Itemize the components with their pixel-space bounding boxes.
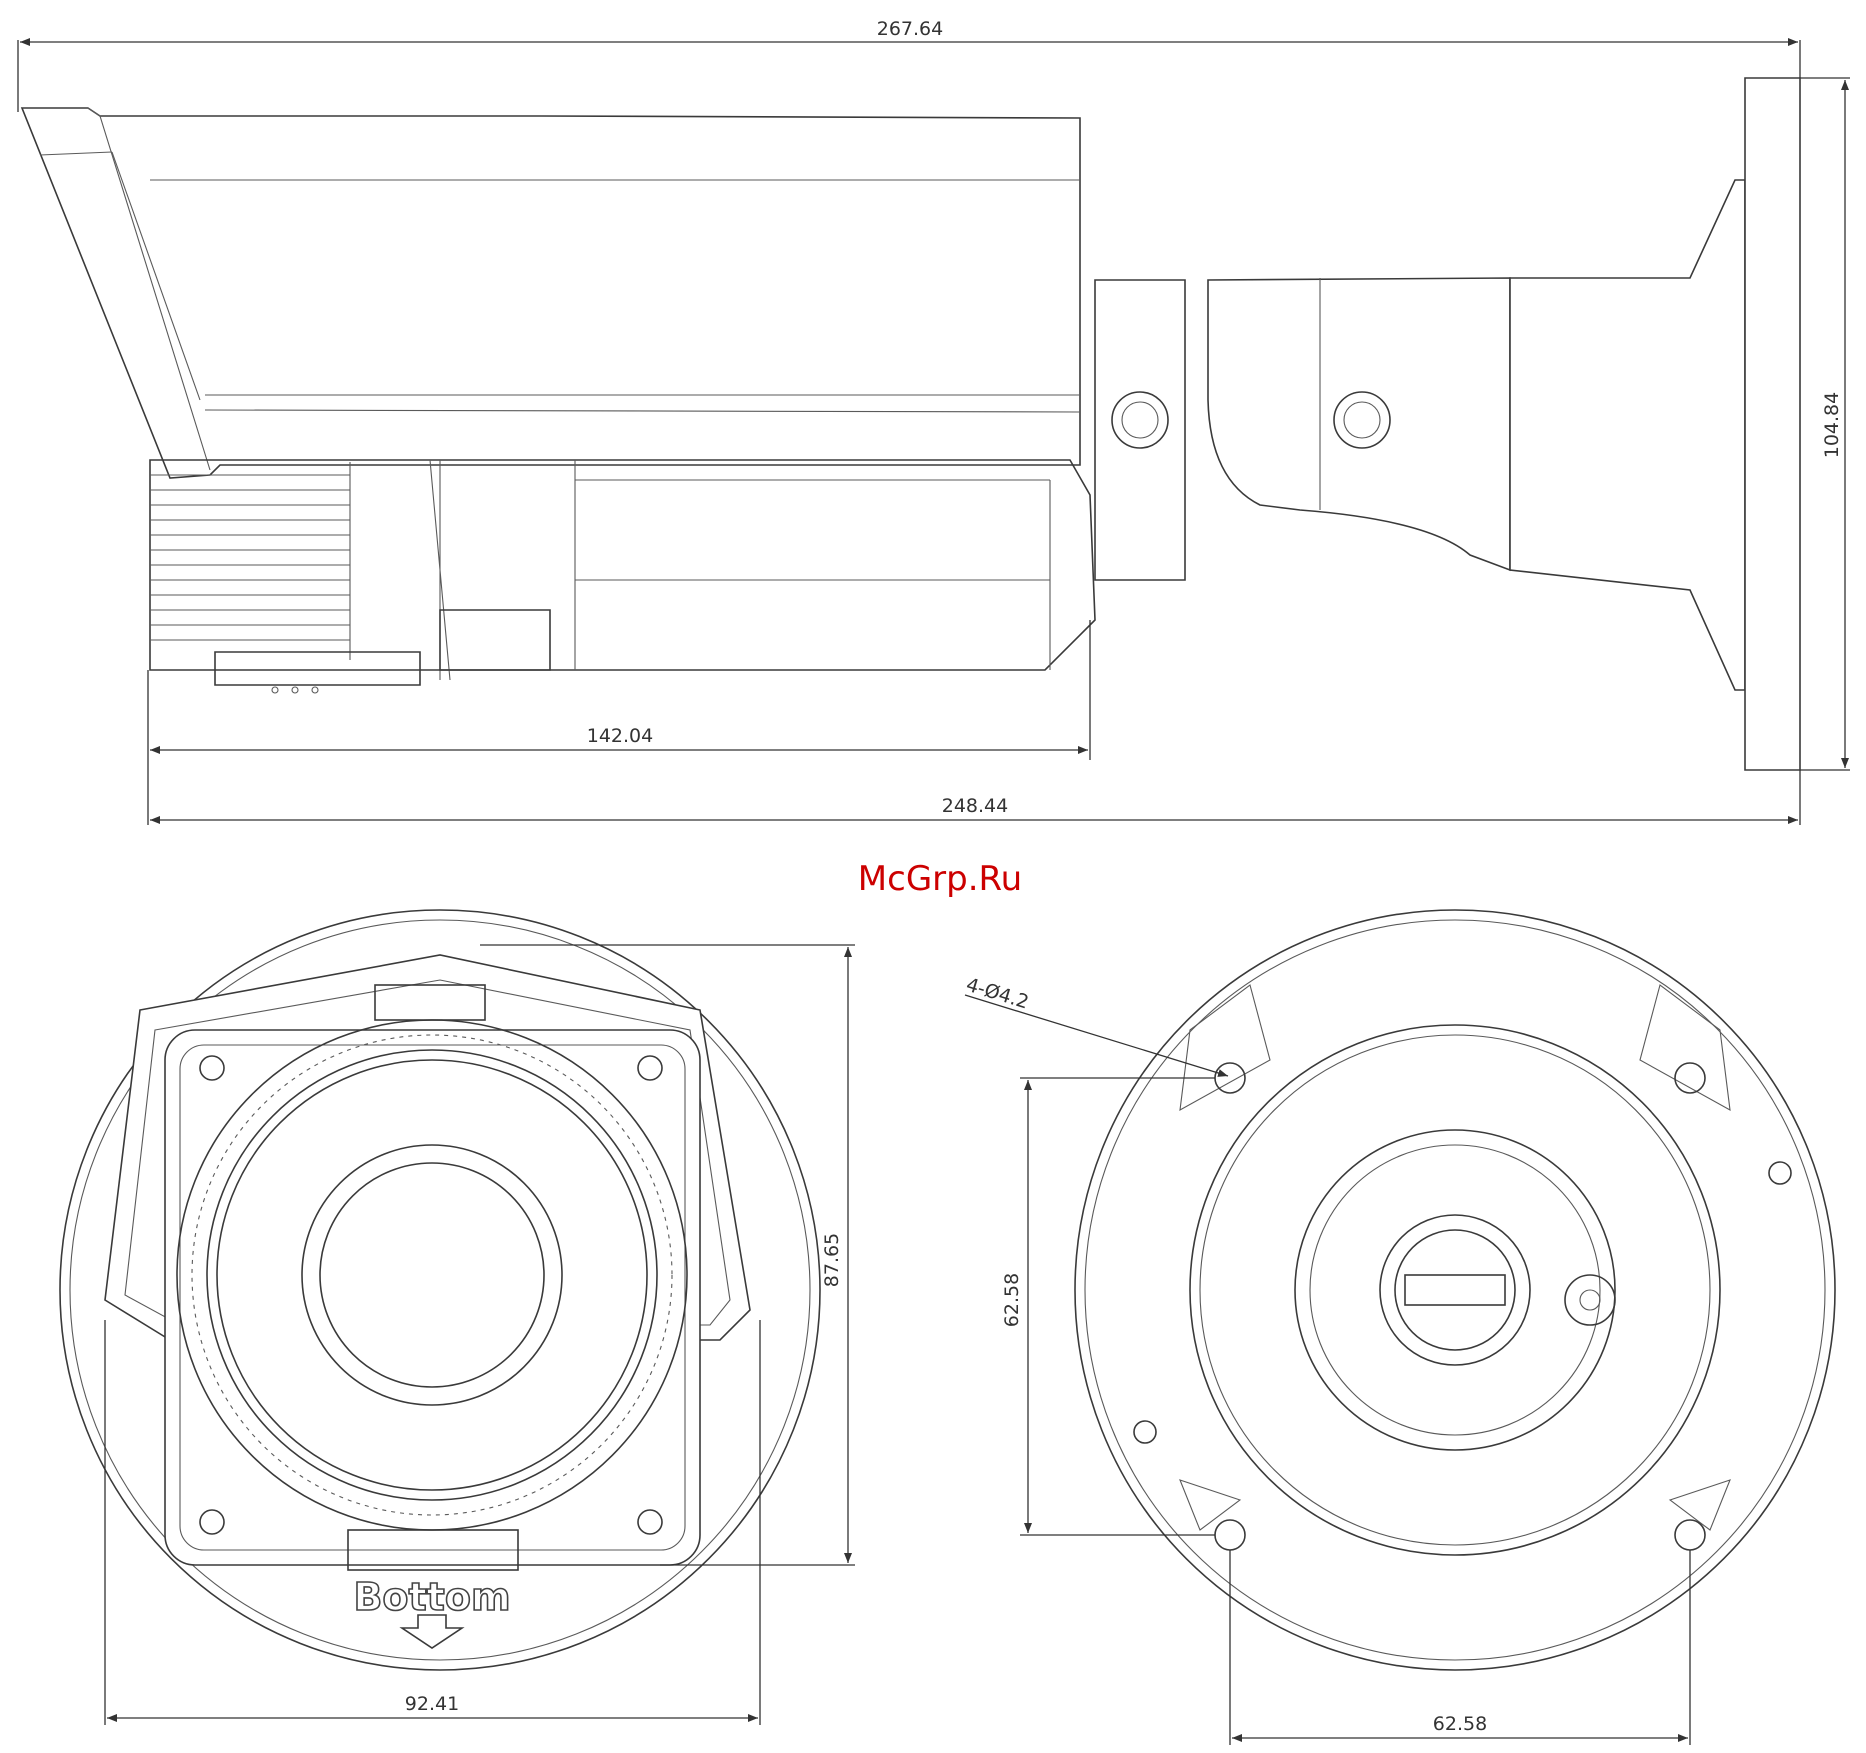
- dim-front-height: 87.65: [821, 1233, 843, 1287]
- base-outer-ring: [1075, 910, 1835, 1670]
- dim-housing-length: 142.04: [587, 725, 653, 747]
- mount-base: [1510, 180, 1745, 690]
- side-view: [22, 78, 1800, 770]
- dim-base-length: 248.44: [942, 795, 1008, 817]
- base-view-dimensions: 4-Ø4.2 62.58 62.58: [964, 974, 1690, 1745]
- dim-hole-spacing-horizontal: 62.58: [1433, 1713, 1487, 1735]
- bottom-marking: Bottom: [353, 1575, 510, 1619]
- down-arrow-icon: [402, 1615, 462, 1648]
- mount-arm: [1208, 278, 1510, 570]
- base-view: [1075, 910, 1835, 1670]
- sun-shield: [22, 108, 1080, 478]
- mounting-hole: [1675, 1063, 1705, 1093]
- dim-hole-spacing-vertical: 62.58: [1001, 1273, 1023, 1327]
- front-housing: [165, 1030, 700, 1565]
- hole-callout: 4-Ø4.2: [964, 974, 1032, 1014]
- dim-mount-height: 104.84: [1821, 392, 1843, 458]
- dim-front-width: 92.41: [405, 1693, 459, 1715]
- front-view: Bottom: [60, 910, 820, 1670]
- mounting-hole: [1215, 1520, 1245, 1550]
- heat-fins: [150, 462, 350, 660]
- dim-overall-length: 267.64: [877, 18, 943, 40]
- mount-collar: [1095, 280, 1185, 580]
- mounting-hole: [1675, 1520, 1705, 1550]
- mounting-hole: [1215, 1063, 1245, 1093]
- base-inner-ring: [1190, 1025, 1720, 1555]
- watermark-text: McGrp.Ru: [858, 859, 1022, 899]
